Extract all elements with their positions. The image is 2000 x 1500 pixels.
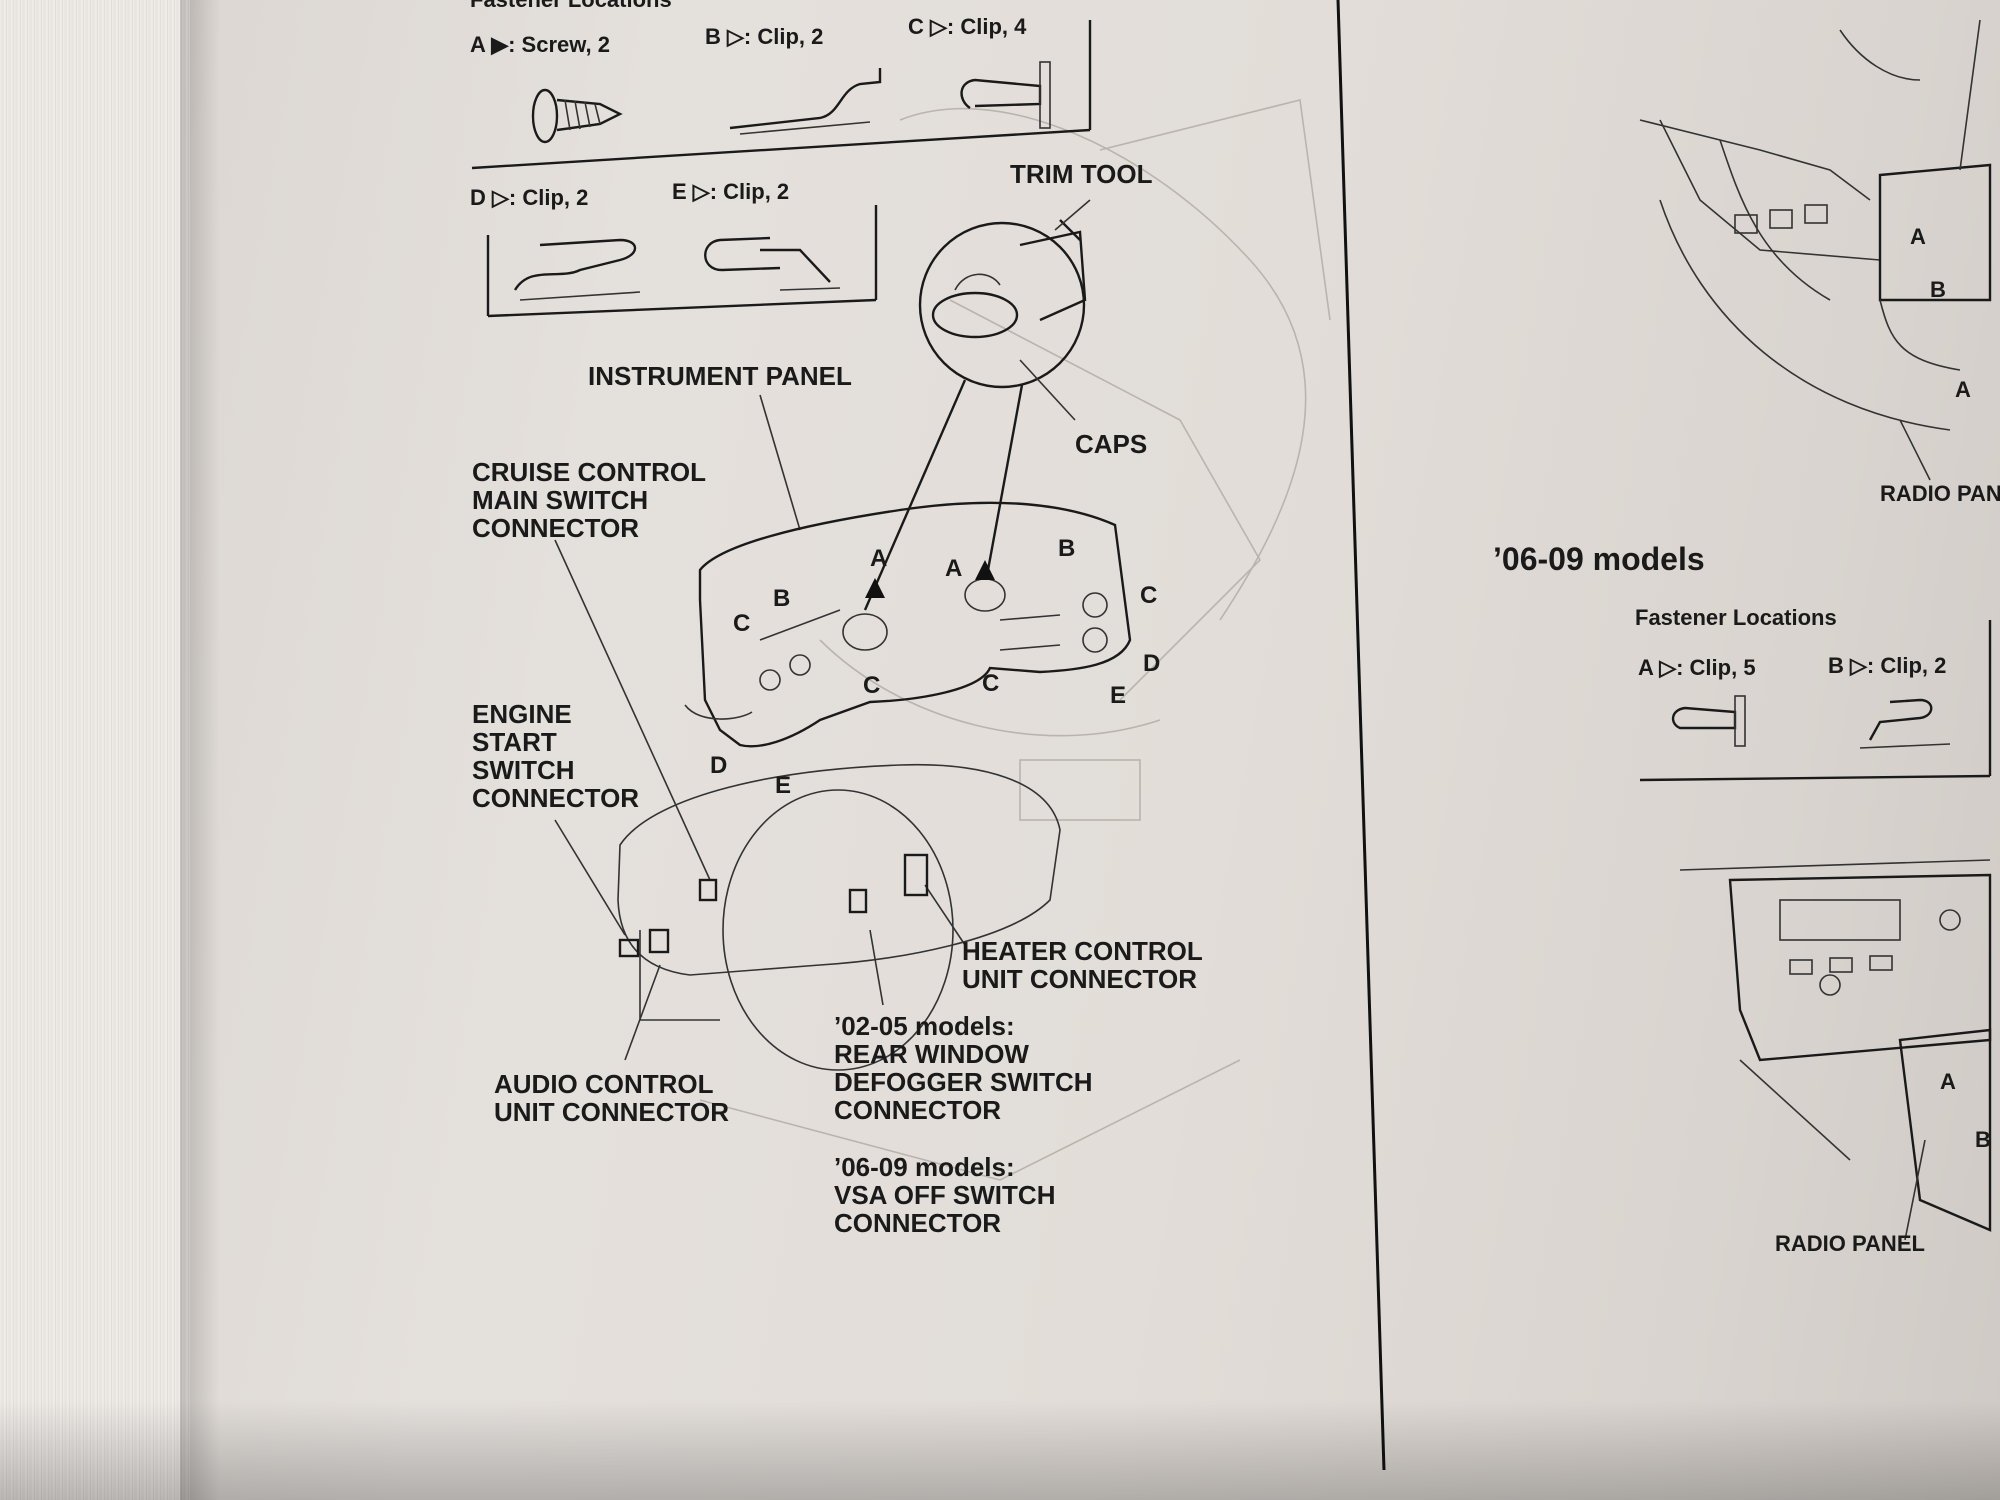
open-triangle-icon: ▷: [923, 14, 947, 39]
fastener-d-letter: D: [470, 185, 486, 210]
right-letter-a: A: [1940, 1069, 1956, 1094]
open-triangle-icon: ▷: [686, 179, 710, 204]
fastener-d: D ▷: Clip, 2: [470, 186, 588, 210]
radio-panel-diagram-bottom: [1679, 859, 1992, 1241]
trim-tool-detail: [863, 219, 1087, 611]
fastener-e: E ▷: Clip, 2: [672, 180, 789, 204]
fastener-e-letter: E: [672, 179, 687, 204]
fastener-c-letter: C: [908, 14, 924, 39]
right-letter-b: B: [1975, 1127, 1991, 1152]
panel-letter-a: A: [945, 555, 963, 582]
bleed-through-art: [699, 99, 1331, 1181]
panel-letter-b: B: [773, 585, 791, 612]
fastener-b: B ▷: Clip, 2: [705, 25, 823, 49]
panel-letter-c: C: [1140, 582, 1158, 609]
right-letter-b: B: [1930, 277, 1946, 302]
open-triangle-icon: ▷: [1843, 653, 1867, 678]
right-fastener-a-letter: A: [1638, 655, 1654, 680]
right-fastener-b: B ▷: Clip, 2: [1828, 654, 1946, 678]
bottom-shadow: [0, 1400, 2000, 1500]
right-fastener-heading: Fastener Locations: [1635, 605, 1837, 630]
cruise-control-label: CRUISE CONTROL MAIN SWITCH CONNECTOR: [472, 457, 706, 543]
right-fastener-b-desc: : Clip, 2: [1866, 653, 1947, 678]
column-divider: [1336, 0, 1386, 1471]
vsa-off-label: ’06-09 models: VSA OFF SWITCH CONNECTOR: [834, 1152, 1056, 1238]
right-clip-a-icon: [1671, 695, 1746, 747]
trim-tool-label: TRIM TOOL: [1010, 159, 1153, 189]
panel-letter-e: E: [775, 772, 792, 799]
fastener-c: C ▷: Clip, 4: [908, 15, 1026, 39]
fastener-a-desc: : Screw, 2: [508, 32, 611, 57]
fastener-b-letter: B: [705, 24, 721, 49]
fastener-box-top: [471, 20, 1092, 170]
screw-icon: [531, 88, 623, 144]
open-triangle-icon: ▷: [720, 24, 744, 49]
fastener-box-second: [486, 205, 878, 318]
fastener-c-desc: : Clip, 4: [946, 14, 1027, 39]
solid-triangle-icon: ▶: [485, 32, 509, 57]
dashboard-drawing: [617, 763, 1061, 1071]
caps-label: CAPS: [1075, 429, 1148, 459]
radio-panel-top-label: RADIO PANE: [1880, 481, 2000, 506]
panel-letter-a: A: [870, 545, 888, 572]
panel-letter-e: E: [1110, 682, 1127, 709]
heater-control-label: HEATER CONTROL UNIT CONNECTOR: [962, 936, 1203, 994]
radio-panel-diagram-top: [1639, 19, 1992, 481]
clip-c-icon: [960, 61, 1051, 129]
right-letter-a: A: [1955, 377, 1971, 402]
clip-b-icon: [729, 68, 882, 130]
rear-window-label: ’02-05 models: REAR WINDOW DEFOGGER SWIT…: [834, 1011, 1093, 1125]
fastener-a-letter: A: [470, 32, 486, 57]
right-fastener-b-letter: B: [1828, 653, 1844, 678]
fastener-header-partial: Fastener Locations: [470, 0, 672, 12]
fastener-b-desc: : Clip, 2: [743, 24, 824, 49]
audio-control-label: AUDIO CONTROL UNIT CONNECTOR: [494, 1069, 729, 1127]
radio-panel-bottom-label: RADIO PANEL: [1775, 1231, 1925, 1256]
instrument-panel-drawing: [684, 501, 1132, 748]
panel-letter-c: C: [863, 672, 881, 699]
clip-d-icon: [513, 238, 637, 291]
panel-letter-d: D: [710, 752, 728, 779]
models-heading: ’06-09 models: [1493, 541, 1705, 577]
open-triangle-icon: ▷: [1653, 655, 1677, 680]
fastener-a: A ▶: Screw, 2: [470, 33, 610, 57]
instrument-panel-label: INSTRUMENT PANEL: [588, 361, 852, 391]
fastener-d-desc: : Clip, 2: [508, 185, 589, 210]
panel-letter-d: D: [1143, 650, 1161, 677]
leader-lines: [554, 199, 1091, 1061]
fastener-box-right: [1639, 620, 1992, 782]
clip-e-icon: [704, 236, 831, 283]
open-triangle-icon: ▷: [485, 185, 509, 210]
panel-letter-b: B: [1058, 535, 1076, 562]
panel-letter-c: C: [733, 610, 751, 637]
right-clip-b-icon: [1868, 698, 1933, 741]
engine-start-label: ENGINE START SWITCH CONNECTOR: [472, 699, 640, 813]
right-fastener-a-desc: : Clip, 5: [1676, 655, 1756, 680]
page-edges: [0, 0, 190, 1500]
fastener-e-desc: : Clip, 2: [709, 179, 790, 204]
panel-letter-c: C: [982, 670, 1000, 697]
binding-shadow: [180, 0, 220, 1500]
right-letter-a: A: [1910, 224, 1926, 249]
right-fastener-a: A ▷: Clip, 5: [1638, 656, 1756, 680]
